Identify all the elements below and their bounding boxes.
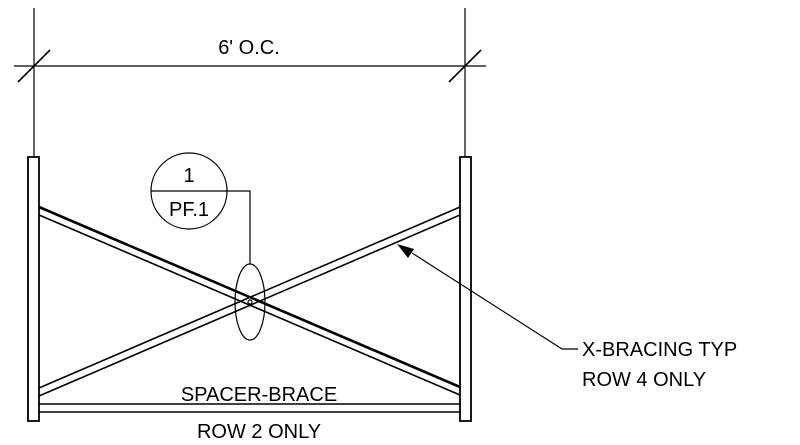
dimension-tick-right: [448, 49, 482, 83]
section-callout-leader: [227, 190, 251, 264]
section-callout-sheet: PF.1: [169, 199, 209, 221]
x-bracing-arrowhead: [397, 244, 414, 258]
x-bracing-label-line2: ROW 4 ONLY: [582, 369, 706, 391]
post-left: [27, 156, 40, 422]
x-bracing-label-line1: X-BRACING TYP: [582, 339, 737, 361]
post-right: [459, 156, 472, 422]
x-brace-ascending-edge-a: [38, 206, 461, 389]
spacer-brace-label-line1: SPACER-BRACE: [181, 384, 337, 406]
dimension-label: 6' O.C.: [218, 37, 280, 59]
connection-bolt-dot: [247, 299, 253, 305]
x-bracing-leader: [411, 252, 578, 350]
section-callout-number: 1: [183, 165, 194, 187]
dimension-tick-left: [17, 49, 51, 83]
spacer-brace-label-line2: ROW 2 ONLY: [197, 421, 321, 443]
x-brace-ascending-edge-b: [38, 214, 461, 397]
